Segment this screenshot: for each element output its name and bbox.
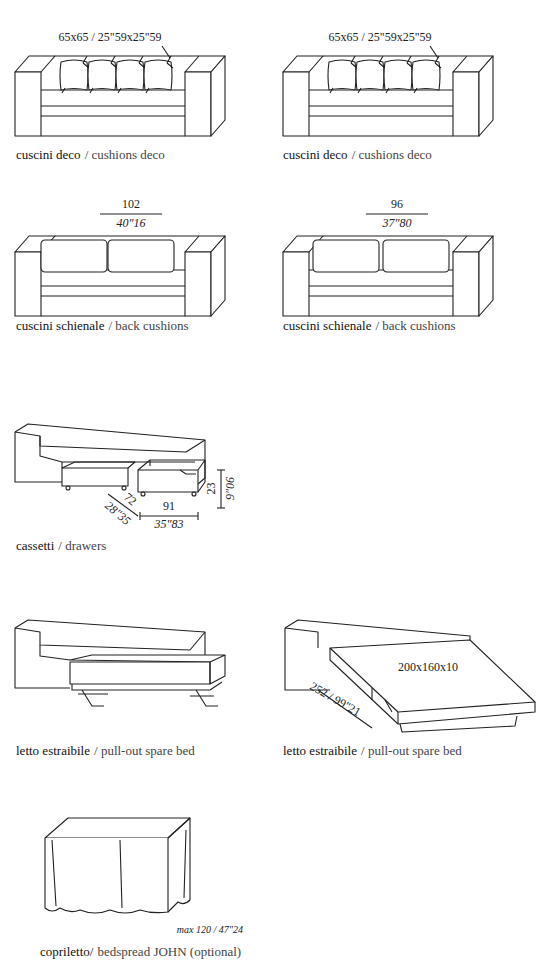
dimension-label: 72 (121, 491, 139, 509)
dimension-label: 252 / 99"21 (307, 680, 362, 720)
line-art (116, 56, 145, 93)
line-art (383, 240, 449, 272)
dimension-label: 35"83 (154, 518, 183, 531)
line-art (15, 628, 205, 650)
line-art (139, 512, 140, 520)
caption-text: / cushions deco (85, 148, 165, 162)
line-art (328, 56, 357, 93)
line-art (45, 838, 168, 913)
line-art (285, 628, 330, 690)
caption-text: / cushions deco (352, 148, 432, 162)
caption-text: cuscini schienale (16, 319, 104, 333)
line-art (72, 682, 222, 690)
line-art (192, 492, 196, 496)
line-art (61, 462, 62, 468)
caption-text: cassetti (16, 539, 54, 553)
line-art (88, 56, 117, 93)
line-art (15, 432, 62, 482)
line-art (141, 492, 145, 496)
line-art (66, 486, 70, 490)
line-art (52, 830, 186, 908)
line-art (15, 432, 205, 452)
caption-text: / back cushions (108, 319, 188, 333)
line-art (122, 486, 126, 490)
line-art (45, 818, 190, 838)
line-art (283, 56, 493, 136)
line-art (217, 469, 225, 470)
caption-text: bedspread JOHN (optional) (97, 945, 241, 959)
line-art (283, 236, 493, 316)
line-art (285, 628, 318, 648)
line-art (138, 460, 205, 492)
line-art (372, 688, 392, 712)
line-art (220, 470, 221, 508)
line-art (60, 56, 89, 93)
line-art (39, 436, 40, 446)
line-art (138, 470, 198, 492)
line-art (430, 46, 438, 58)
dimension-label: 91 (163, 500, 175, 513)
line-art (100, 213, 162, 214)
caption-text: / pull-out spare bed (361, 744, 462, 758)
caption-text: cuscini schienale (283, 319, 371, 333)
caption-text: cuscini deco (16, 148, 81, 162)
dimension-label: 23 (205, 483, 218, 495)
dimension-label: 37"80 (382, 217, 411, 230)
line-art (15, 236, 225, 316)
caption-text: / drawers (58, 539, 106, 553)
line-art (168, 818, 190, 912)
caption-text: / back cushions (375, 319, 455, 333)
line-art (41, 240, 107, 272)
line-art (384, 56, 413, 93)
line-art (330, 648, 535, 724)
caption-text: letto estraibile (16, 744, 90, 758)
dimension-label: 102 (122, 198, 140, 211)
line-art (400, 716, 517, 732)
line-art (15, 424, 225, 520)
line-art (197, 512, 198, 520)
line-art (15, 236, 225, 316)
line-art (330, 640, 535, 712)
line-art (15, 628, 70, 688)
line-art (45, 818, 190, 913)
line-art (162, 46, 170, 58)
caption-text: cuscini deco (283, 148, 348, 162)
line-art (70, 662, 210, 684)
line-art (15, 56, 225, 136)
line-art (15, 56, 225, 136)
line-art (15, 620, 225, 706)
line-art (356, 56, 385, 93)
line-art (40, 645, 70, 660)
line-art (78, 690, 108, 706)
line-art (62, 468, 128, 486)
line-art (150, 460, 196, 474)
caption-text: letto estraibile (283, 744, 357, 758)
line-art (62, 462, 135, 468)
dimension-label: 200x160x10 (398, 661, 458, 674)
line-art (397, 712, 398, 724)
dimension-label: max 120 / 47"24 (177, 924, 243, 935)
line-art (70, 655, 225, 662)
dimension-label: 65x65 / 25"59x25"59 (328, 31, 431, 44)
line-art (285, 620, 535, 732)
dimension-label: 96 (391, 198, 403, 211)
line-art (140, 515, 198, 516)
dimension-label: 9"06 (224, 477, 237, 500)
line-art (108, 240, 174, 272)
line-art (283, 56, 493, 136)
line-art (412, 56, 441, 93)
line-art (210, 655, 225, 684)
line-art (144, 56, 173, 93)
dimension-label: 40"16 (116, 217, 145, 230)
line-art (283, 236, 493, 316)
caption-text: / pull-out spare bed (94, 744, 195, 758)
dimension-label: 65x65 / 25"59x25"59 (58, 31, 161, 44)
line-art (366, 213, 428, 214)
line-art (217, 507, 225, 508)
line-art (313, 240, 379, 272)
caption-text: copriletto/ (40, 945, 93, 959)
line-art (190, 690, 218, 706)
